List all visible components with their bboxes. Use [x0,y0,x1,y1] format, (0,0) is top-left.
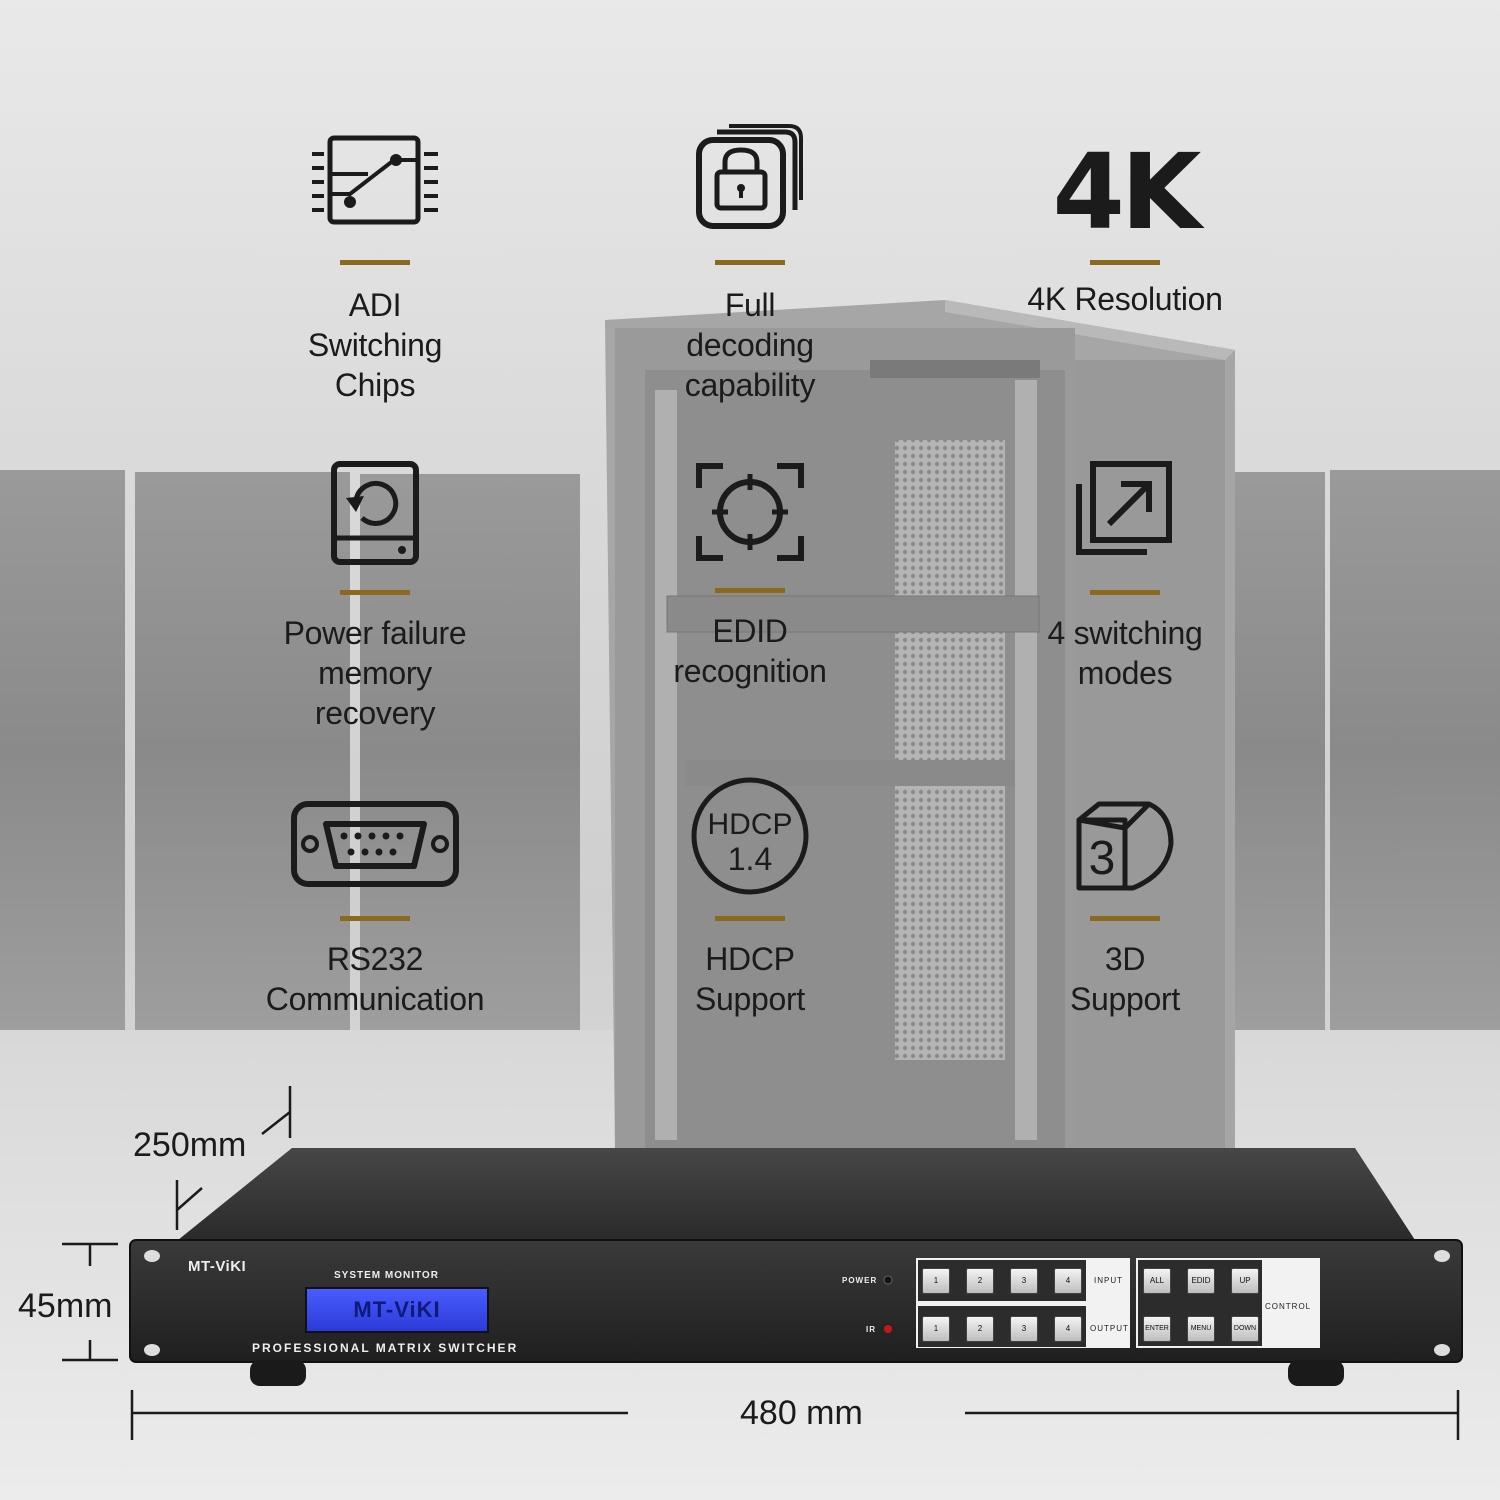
enter-button[interactable]: ENTER [1143,1316,1171,1342]
ir-indicator-label: IR [866,1325,876,1334]
feature-4-switching-modes: 4 switching modes [975,460,1275,693]
hdcp-badge-icon: HDCP 1.4 [691,777,809,895]
lcd-display: MT-ViKI [305,1287,489,1333]
feature-label: EDID recognition [673,613,827,689]
accent-bar [1090,916,1160,921]
input-button-2[interactable]: 2 [966,1268,994,1294]
server-rack [0,470,125,1030]
server-rack [1235,472,1325,1030]
server-rack [135,472,350,1030]
server-rack [360,474,580,1030]
feature-hdcp-support: HDCP 1.4 HDCP Support [600,776,900,1019]
output-button-4[interactable]: 4 [1054,1316,1082,1342]
up-button[interactable]: UP [1231,1268,1259,1294]
feature-label: 4 switching modes [1047,615,1203,691]
accent-bar [1090,590,1160,595]
height-dimension: 45mm [18,1287,113,1325]
output-button-2[interactable]: 2 [966,1316,994,1342]
network-cabinet [605,300,1235,1150]
switch-chip-icon [312,135,438,225]
output-button-1[interactable]: 1 [922,1316,950,1342]
disk-restore-icon [331,461,419,565]
brand-logo: MT-ViKI [188,1258,247,1275]
accent-bar [340,260,410,265]
feature-label: RS232 Communication [265,941,485,1017]
output-button-3[interactable]: 3 [1010,1316,1038,1342]
accent-bar [340,590,410,595]
feature-power-failure-memory: Power failure memory recovery [225,460,525,733]
accent-bar [715,588,785,593]
down-button[interactable]: DOWN [1231,1316,1259,1342]
serial-port-icon [291,801,459,887]
hdcp-badge-text: HDCP [707,808,792,841]
system-monitor-title: SYSTEM MONITOR [334,1270,439,1281]
device-subtitle: PROFESSIONAL MATRIX SWITCHER [252,1341,519,1355]
feature-edid-recognition: EDID recognition [600,460,900,691]
feature-rs232: RS232 Communication [225,800,525,1019]
feature-label: 4K Resolution [1027,281,1223,317]
output-row-label: OUTPUT [1090,1324,1129,1333]
menu-button[interactable]: MENU [1187,1316,1215,1342]
feature-4k-resolution: 4K 4K Resolution [975,140,1275,319]
feature-full-decoding: Full decoding capability [600,124,900,405]
input-button-1[interactable]: 1 [922,1268,950,1294]
feature-adi-switching-chips: ADI Switching Chips [225,132,525,405]
3d-cube-number: 3 [1089,832,1116,885]
all-button[interactable]: ALL [1143,1268,1171,1294]
power-indicator-label: POWER [842,1276,878,1285]
accent-bar [1090,260,1160,265]
feature-3d-support: 3 3D Support [975,800,1275,1019]
input-row-label: INPUT [1094,1276,1123,1285]
4k-badge: 4K [1052,131,1202,253]
target-icon [696,463,804,561]
arrow-out-icon [1076,461,1172,555]
control-group-label: CONTROL [1265,1302,1312,1311]
lock-icon [696,124,803,229]
hdcp-version-text: 1.4 [728,841,772,877]
accent-bar [715,916,785,921]
server-rack [1330,470,1500,1030]
input-button-4[interactable]: 4 [1054,1268,1082,1294]
accent-bar [340,916,410,921]
feature-label: HDCP Support [695,941,805,1017]
feature-label: ADI Switching Chips [307,287,443,403]
edid-button[interactable]: EDID [1187,1268,1215,1294]
depth-dimension: 250mm [133,1126,247,1164]
feature-label: Power failure memory recovery [283,615,467,731]
feature-label: Full decoding capability [684,287,816,403]
input-button-3[interactable]: 3 [1010,1268,1038,1294]
accent-bar [715,260,785,265]
3d-cube-icon: 3 [1076,801,1174,891]
feature-label: 3D Support [1070,941,1180,1017]
width-dimension: 480 mm [740,1394,863,1432]
